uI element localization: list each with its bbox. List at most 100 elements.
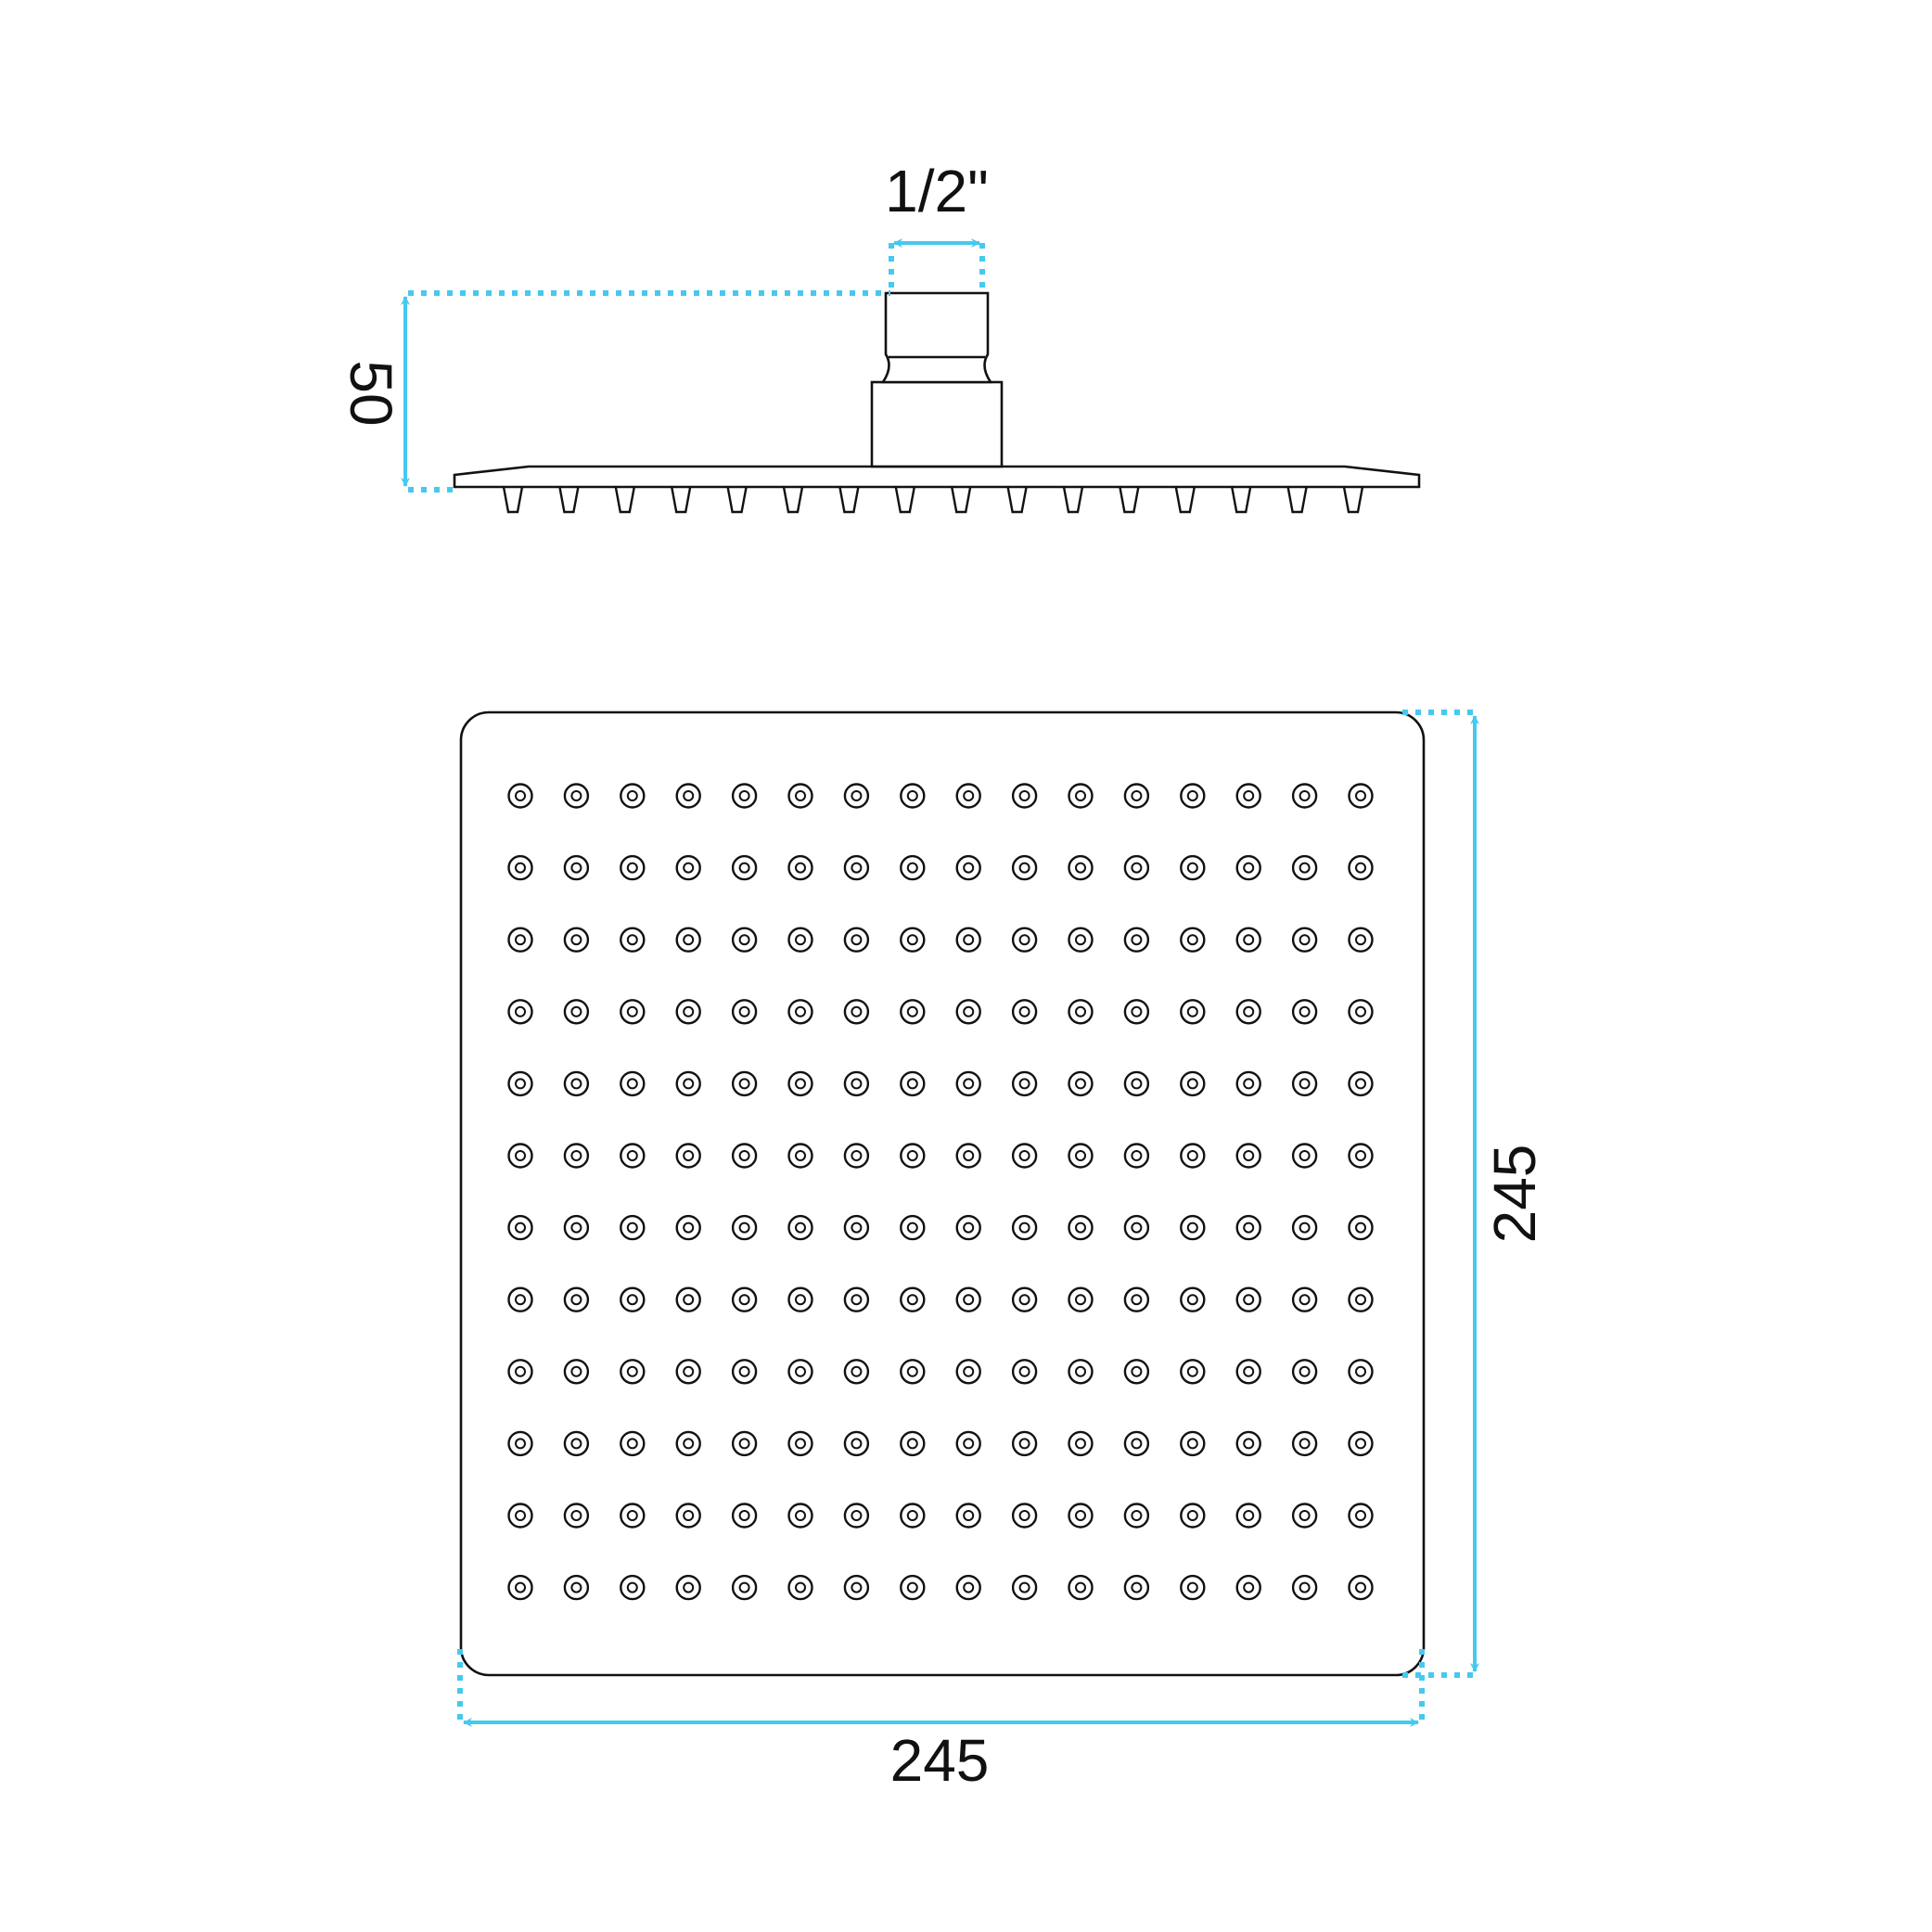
nozzle [563,1143,590,1169]
side-view-connector-base [870,380,1004,468]
nozzle [507,999,533,1025]
nozzle [1068,1503,1094,1529]
nozzle [900,1214,926,1241]
nozzle [675,999,701,1025]
nozzle [675,1070,701,1097]
nozzle [507,1359,533,1385]
nozzle [1123,999,1150,1025]
side-nozzle [1231,486,1252,514]
nozzle [675,854,701,881]
nozzle [620,1503,646,1529]
nozzle [1068,1430,1094,1457]
side-nozzle [1342,486,1364,514]
nozzle [1011,1286,1038,1312]
nozzle [1291,854,1318,881]
nozzle [507,1286,533,1312]
nozzle [1180,1430,1206,1457]
nozzle [563,1574,590,1601]
nozzle [1123,1143,1150,1169]
nozzle [1348,783,1374,809]
nozzle [787,1286,813,1312]
nozzle [563,1359,590,1385]
nozzle [1235,783,1261,809]
nozzle [620,1214,646,1241]
nozzle [620,1143,646,1169]
nozzle [1123,1574,1150,1601]
nozzle [1291,1574,1318,1601]
nozzle [843,1143,870,1169]
nozzle [1291,1503,1318,1529]
nozzle [1348,927,1374,953]
nozzle [1180,1359,1206,1385]
nozzle [1235,1143,1261,1169]
nozzle [507,1503,533,1529]
nozzle [787,1070,813,1097]
side-nozzle [1174,486,1196,514]
nozzle [620,927,646,953]
side-nozzle [782,486,804,514]
nozzle [1235,854,1261,881]
nozzle [1180,1070,1206,1097]
nozzle [1235,1286,1261,1312]
nozzle [731,1574,758,1601]
nozzle [1348,1070,1374,1097]
top-view-nozzle-grid [507,783,1374,1601]
nozzle [787,1503,813,1529]
side-nozzle [894,486,915,514]
nozzle [675,1214,701,1241]
depth-dimension-label: 245 [1481,1145,1548,1244]
nozzle [507,783,533,809]
nozzle [1235,1430,1261,1457]
nozzle [507,1574,533,1601]
nozzle [1348,1503,1374,1529]
nozzle [1011,1503,1038,1529]
nozzle [1180,1143,1206,1169]
nozzle [955,783,981,809]
nozzle [1068,927,1094,953]
nozzle [1291,1359,1318,1385]
nozzle [1068,854,1094,881]
nozzle [731,1430,758,1457]
nozzle [1180,1214,1206,1241]
nozzle [731,783,758,809]
nozzle [1068,1070,1094,1097]
nozzle [507,1430,533,1457]
nozzle [955,1286,981,1312]
nozzle [563,999,590,1025]
nozzle [843,783,870,809]
nozzle [1235,1503,1261,1529]
nozzle [675,783,701,809]
nozzle [955,1070,981,1097]
nozzle [843,1503,870,1529]
nozzle [507,927,533,953]
nozzle [1123,1430,1150,1457]
nozzle [1348,854,1374,881]
nozzle [675,1359,701,1385]
nozzle [1068,1286,1094,1312]
nozzle [1011,927,1038,953]
nozzle [563,1070,590,1097]
nozzle [675,1430,701,1457]
nozzle [843,999,870,1025]
nozzle [1348,1574,1374,1601]
nozzle [1068,1359,1094,1385]
nozzle [1348,1286,1374,1312]
side-view-plate [453,465,1421,489]
nozzle [1068,783,1094,809]
side-view-nozzles [502,486,1364,514]
nozzle [675,1143,701,1169]
nozzle [900,1503,926,1529]
nozzle [675,1503,701,1529]
inlet-dimension-label: 1/2" [885,158,989,224]
nozzle [1123,854,1150,881]
nozzle [900,854,926,881]
top-view [459,710,1426,1677]
nozzle [1291,783,1318,809]
side-nozzle [726,486,748,514]
nozzle [900,1359,926,1385]
nozzle [507,1070,533,1097]
nozzle [1291,1430,1318,1457]
height-dimension: 50 [338,290,890,493]
nozzle [1123,1214,1150,1241]
nozzle [955,1143,981,1169]
